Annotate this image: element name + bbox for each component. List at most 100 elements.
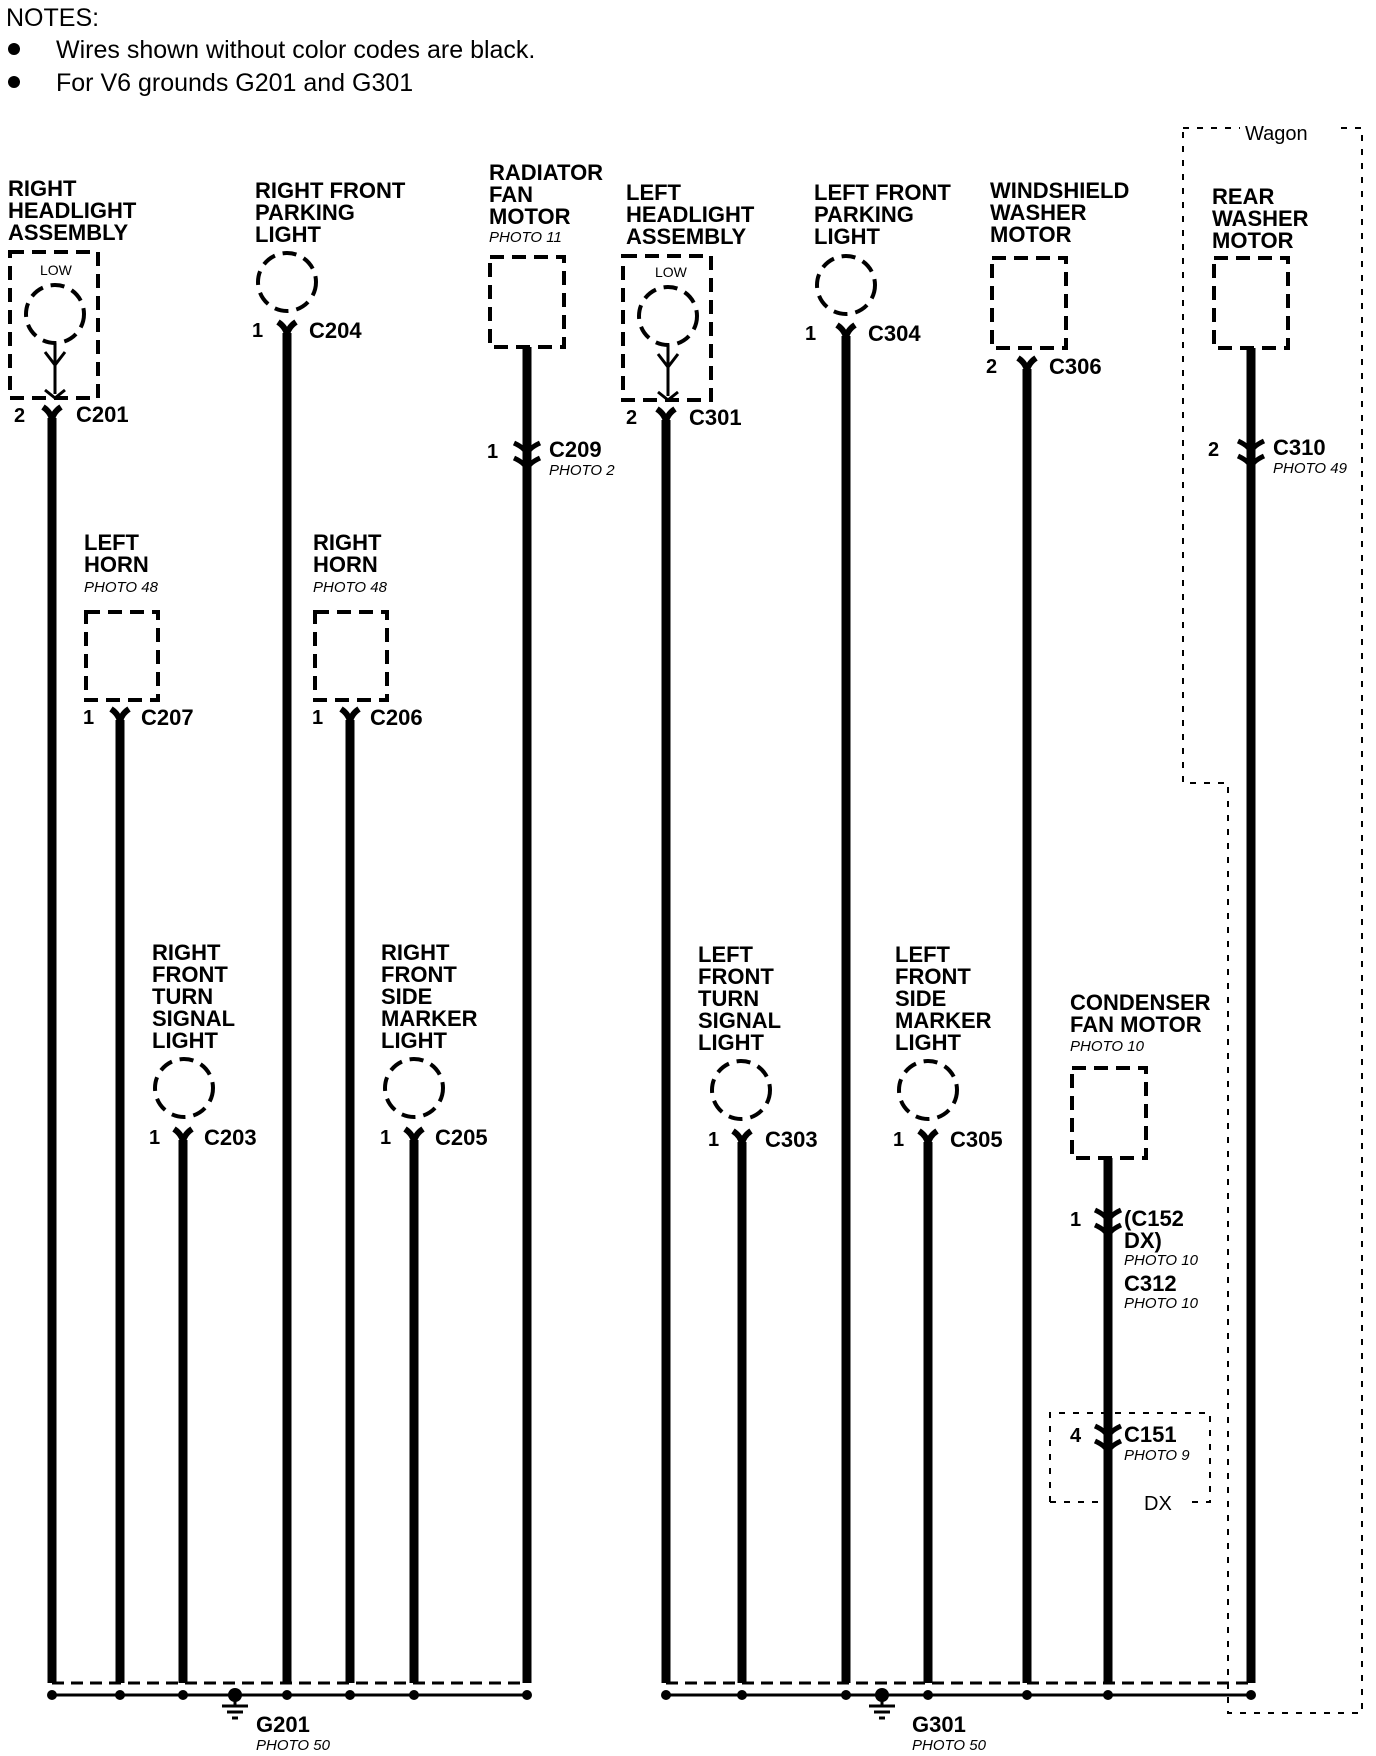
left-front-turn-signal-light: LEFT FRONT TURN SIGNAL LIGHT 1 C303 bbox=[698, 942, 818, 1683]
pin-number: 1 bbox=[380, 1127, 391, 1149]
component-label: RIGHT bbox=[152, 940, 221, 965]
component-label: SIDE bbox=[895, 986, 946, 1011]
bulb-icon bbox=[383, 1057, 445, 1119]
component-label: RIGHT FRONT bbox=[255, 178, 406, 203]
component-label: CONDENSER bbox=[1070, 990, 1211, 1015]
connector-label: C207 bbox=[141, 705, 194, 730]
rear-washer-motor: REAR WASHER MOTOR 2 C310 PHOTO 49 bbox=[1208, 184, 1348, 1683]
pin-number: 2 bbox=[14, 405, 25, 427]
photo-ref: PHOTO 50 bbox=[256, 1737, 331, 1754]
connector-label: C203 bbox=[204, 1125, 257, 1150]
bulb-icon bbox=[897, 1059, 959, 1121]
photo-ref: PHOTO 2 bbox=[549, 462, 615, 479]
component-label: LEFT bbox=[84, 530, 140, 555]
left-front-parking-light: LEFT FRONT PARKING LIGHT 1 C304 bbox=[805, 180, 951, 1683]
component-label: HEADLIGHT bbox=[8, 198, 137, 223]
dx-label: DX bbox=[1144, 1493, 1172, 1515]
component-label: MARKER bbox=[895, 1008, 992, 1033]
notes-heading: NOTES: bbox=[6, 4, 99, 32]
component-label: HORN bbox=[313, 552, 378, 577]
low-label: LOW bbox=[655, 264, 688, 280]
component-label: FRONT bbox=[152, 962, 228, 987]
photo-ref: PHOTO 10 bbox=[1070, 1038, 1145, 1055]
component-label: SIGNAL bbox=[698, 1008, 781, 1033]
component-label: LEFT bbox=[698, 942, 754, 967]
component-label: FRONT bbox=[895, 964, 971, 989]
component-label: FRONT bbox=[381, 962, 457, 987]
component-box bbox=[488, 255, 566, 349]
right-front-side-marker-light: RIGHT FRONT SIDE MARKER LIGHT 1 C205 bbox=[380, 940, 488, 1683]
windshield-washer-motor: WINDSHIELD WASHER MOTOR 2 C306 bbox=[986, 178, 1129, 1683]
pin-number: 1 bbox=[1070, 1209, 1081, 1231]
component-box bbox=[990, 256, 1068, 350]
pin-number: 1 bbox=[805, 323, 816, 345]
component-box bbox=[1070, 1066, 1148, 1160]
connector-icon bbox=[512, 440, 542, 472]
component-label: TURN bbox=[698, 986, 759, 1011]
pin-number: 1 bbox=[487, 441, 498, 463]
pin-number: 2 bbox=[626, 407, 637, 429]
photo-ref: PHOTO 49 bbox=[1273, 460, 1348, 477]
ground-icon bbox=[222, 1688, 248, 1720]
connector-label: C305 bbox=[950, 1127, 1003, 1152]
connector-label: (C152 bbox=[1124, 1206, 1184, 1231]
component-box bbox=[313, 610, 389, 702]
note-item: For V6 grounds G201 and G301 bbox=[56, 69, 413, 97]
component-label: PARKING bbox=[814, 202, 914, 227]
component-box bbox=[1212, 256, 1290, 350]
connector-label: C303 bbox=[765, 1127, 818, 1152]
component-label: RIGHT bbox=[381, 940, 450, 965]
connector-label: C310 bbox=[1273, 435, 1326, 460]
ground-label: G201 bbox=[256, 1712, 310, 1737]
connector-icon bbox=[1093, 1423, 1123, 1455]
filament-icon bbox=[43, 343, 67, 400]
pin-number: 1 bbox=[708, 1129, 719, 1151]
bulb-icon bbox=[153, 1057, 215, 1119]
right-headlight-assembly: RIGHT HEADLIGHT ASSEMBLY LOW 2 C201 bbox=[8, 176, 137, 1683]
component-label: MOTOR bbox=[1212, 228, 1294, 253]
component-label: LIGHT bbox=[152, 1028, 219, 1053]
bulb-icon bbox=[256, 251, 318, 313]
component-label: WASHER bbox=[1212, 206, 1309, 231]
component-label: LEFT bbox=[626, 180, 682, 205]
connector-label: C304 bbox=[868, 321, 921, 346]
photo-ref: PHOTO 10 bbox=[1124, 1295, 1199, 1312]
component-label: SIGNAL bbox=[152, 1006, 235, 1031]
component-label: LIGHT bbox=[698, 1030, 765, 1055]
bulb-icon bbox=[24, 283, 86, 345]
component-label: LIGHT bbox=[255, 222, 322, 247]
component-label: LIGHT bbox=[895, 1030, 962, 1055]
connector-label: C205 bbox=[435, 1125, 488, 1150]
pin-number: 1 bbox=[312, 707, 323, 729]
component-label: SIDE bbox=[381, 984, 432, 1009]
component-label: FAN MOTOR bbox=[1070, 1012, 1202, 1037]
ground-label: G301 bbox=[912, 1712, 966, 1737]
component-label: FRONT bbox=[698, 964, 774, 989]
component-label: MARKER bbox=[381, 1006, 478, 1031]
component-label: TURN bbox=[152, 984, 213, 1009]
splice-points bbox=[661, 1690, 1256, 1700]
dx-region: DX bbox=[1049, 1412, 1211, 1515]
bullet-icon bbox=[8, 76, 20, 88]
component-label: LIGHT bbox=[814, 224, 881, 249]
radiator-fan-motor: RADIATOR FAN MOTOR PHOTO 11 1 C209 PHOTO… bbox=[487, 160, 615, 1683]
pin-number: 1 bbox=[252, 320, 263, 342]
note-item: Wires shown without color codes are blac… bbox=[56, 36, 535, 64]
ground-bus-g301: G301 PHOTO 50 bbox=[661, 1681, 1256, 1754]
low-label: LOW bbox=[40, 262, 73, 278]
component-label: HEADLIGHT bbox=[626, 202, 755, 227]
pin-number: 1 bbox=[83, 707, 94, 729]
component-label: LEFT FRONT bbox=[814, 180, 951, 205]
connector-label: C204 bbox=[309, 318, 362, 343]
component-label: LIGHT bbox=[381, 1028, 448, 1053]
wagon-label: Wagon bbox=[1245, 123, 1308, 145]
component-label: HORN bbox=[84, 552, 149, 577]
bulb-icon bbox=[710, 1059, 772, 1121]
component-label: PARKING bbox=[255, 200, 355, 225]
right-front-turn-signal-light: RIGHT FRONT TURN SIGNAL LIGHT 1 C203 bbox=[149, 940, 257, 1683]
component-label: FAN bbox=[489, 182, 533, 207]
component-label: WASHER bbox=[990, 200, 1087, 225]
component-label: RADIATOR bbox=[489, 160, 603, 185]
photo-ref: PHOTO 11 bbox=[489, 229, 562, 246]
component-box bbox=[84, 610, 160, 702]
